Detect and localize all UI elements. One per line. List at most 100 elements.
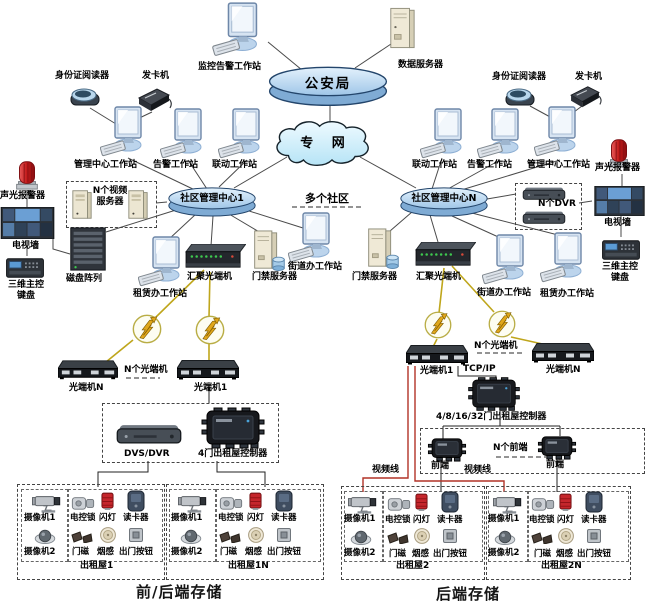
n-otm-right-label: N个光端机 [474,341,518,351]
camera-2-label: 摄像机2 [488,548,520,558]
flash-light-label: 闪灯 [247,513,265,523]
door-sensor-label: 门磁 [220,547,238,557]
exit-button-icon [587,529,601,543]
multi-community-label: 多个社区 [305,192,349,205]
dome-camera-icon [494,529,516,545]
frontend-2-icon [536,434,578,460]
lightning-left-2-icon [195,315,225,345]
tv-wall-right-label: 电视墙 [604,218,632,228]
id-reader-left-label: 身份证阅读器 [55,71,110,81]
frontend-1-icon [426,436,468,462]
electric-lock-icon [387,496,411,512]
house-2n-label: 出租屋2N [541,561,582,571]
camera-2-label: 摄像机2 [24,547,56,557]
video-line-2-label: 视频线 [464,465,492,475]
bullet-camera-icon [491,494,525,514]
alarm-workstation-left-icon [160,108,204,160]
exit-button-label: 出门按钮 [119,547,154,557]
house-2-label: 出租屋2 [396,561,430,571]
house-2-camera-box [344,491,383,562]
mgmt-workstation-left-icon [100,106,144,158]
back-storage-label: 后端存储 [436,585,501,603]
access-server-right-icon [366,228,400,270]
monitor-alarm-workstation-label: 监控告警工作站 [198,62,262,72]
camera-1-label: 摄像机1 [344,514,376,524]
house-1n-device-box [216,489,321,562]
mgmt-workstation-right-label: 管理中心工作站 [527,160,591,170]
door-sensor-label: 门磁 [389,549,407,559]
otm-n-left-label: 光端机N [69,383,104,393]
house-2-device-box [383,491,483,562]
door-sensor-label: 门磁 [72,547,90,557]
card-reader-label: 读卡器 [271,513,297,523]
house-2n-box [486,486,631,580]
door-sensor-icon [219,531,241,543]
card-reader-icon [441,491,459,513]
agg-transceiver-left-label: 汇聚光端机 [187,272,233,282]
rental-workstation-left-icon [138,236,182,288]
card-reader-icon [585,491,603,513]
camera-1-label: 摄像机1 [171,513,203,523]
flash-light-label: 闪灯 [99,513,117,523]
rental-workstation-right-label: 租赁办工作站 [540,289,595,299]
siren-left-label: 声光报警器 [0,191,46,201]
id-reader-left-icon [70,86,102,108]
controller-4door-icon [200,406,266,450]
card-reader-label: 读卡器 [437,515,463,525]
lightning-left-1-icon [132,314,162,344]
camera-2-label: 摄像机2 [171,547,203,557]
door-sensor-icon [531,532,553,544]
video-line-1-label: 视频线 [372,465,400,475]
exit-button-label: 出门按钮 [577,549,612,559]
lightning-right-1-icon [424,311,452,339]
dvs-dvr-controller-box [102,403,279,463]
rental-workstation-right-icon [540,232,584,284]
police-bureau-label: 公安局 [304,76,352,92]
street-workstation-left-label: 街道办工作站 [288,262,343,272]
exit-button-icon [129,528,143,542]
data-server-icon [388,6,416,50]
otm-1-right-label: 光端机1 [420,366,454,376]
access-server-left-icon [252,230,286,272]
electric-lock-label: 电控锁 [529,515,555,525]
controller-multi-icon [460,376,528,412]
electric-lock-label: 电控锁 [385,515,411,525]
private-network-label: 专 网 [300,136,352,151]
link-workstation-left-icon [218,108,262,160]
exit-button-label: 出门按钮 [433,549,468,559]
dvs-dvr-icon [116,422,182,446]
bullet-camera-icon [346,494,380,514]
smoke-sensor-label: 烟感 [556,549,574,559]
disk-array-label: 磁盘阵列 [66,274,103,284]
house-1n-camera-box [169,489,216,562]
link-workstation-right-label: 联动工作站 [412,160,458,170]
street-workstation-right-label: 街道办工作站 [477,288,532,298]
smoke-sensor-label: 烟感 [97,547,115,557]
tcp-ip-label: TCP/IP [463,364,496,374]
mgmt-workstation-right-icon [534,106,578,158]
kb3d-left-icon [6,256,44,280]
agg-transceiver-right-icon [414,242,476,269]
kb3d-right-label: 三维主控键盘 [601,262,638,283]
access-server-left-label: 门禁服务器 [252,272,298,282]
access-server-right-label: 门禁服务器 [352,272,398,282]
electric-lock-label: 电控锁 [218,513,244,523]
card-reader-label: 读卡器 [581,515,607,525]
flash-light-icon [101,492,114,511]
house-1n-box [166,484,324,580]
id-reader-right-label: 身份证阅读器 [492,72,547,82]
card-reader-label: 读卡器 [123,513,149,523]
n-dvr-box [515,183,582,230]
house-1-label: 出租屋1 [80,561,114,571]
bullet-camera-icon [30,493,64,513]
door-sensor-icon [71,531,93,543]
electric-lock-icon [531,496,555,512]
community-center-1-label: 社区管理中心1 [180,193,244,204]
street-workstation-left-icon [288,212,332,264]
alarm-workstation-right-label: 告警工作站 [467,160,513,170]
data-server-label: 数据服务器 [398,60,444,70]
dome-camera-icon [180,528,202,544]
controller-multi-label: 4/8/16/32门出租屋控制器 [436,412,547,422]
